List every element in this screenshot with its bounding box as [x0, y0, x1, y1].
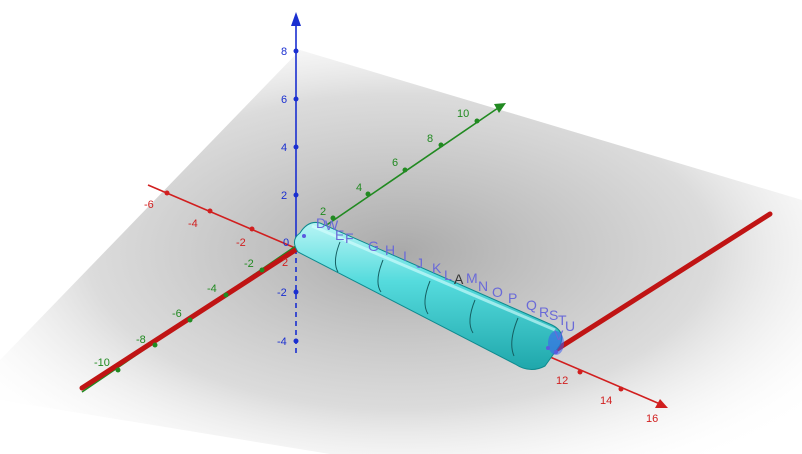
x-tick-label: -6 [144, 199, 154, 211]
z-axis [291, 12, 301, 355]
point-label-e: E [335, 227, 344, 243]
z-tick-label: -2 [277, 287, 287, 299]
y-tick-labels: 2 4 6 8 10 -2 -4 -6 -8 -10 [94, 108, 469, 369]
x-tick-label: 12 [556, 375, 568, 387]
point-label-r: R [539, 304, 549, 320]
point-label-m: M [466, 270, 478, 286]
point-label-g: G [368, 238, 379, 254]
point-markers[interactable] [302, 234, 558, 354]
z-tick-label: 4 [281, 142, 287, 154]
y-tick-label: 8 [427, 133, 433, 145]
point-label-w: W [325, 217, 339, 233]
y-tick-label: -6 [172, 308, 182, 320]
point-label-t: T [558, 312, 567, 328]
xy-plane [0, 50, 802, 454]
z-tick-label: 2 [281, 190, 287, 202]
point-label-q: Q [526, 297, 537, 313]
y-tick-label: -10 [94, 357, 110, 369]
point-label-o: O [492, 284, 503, 300]
y-tick-label: -4 [207, 283, 217, 295]
point-label-k: K [432, 260, 442, 276]
x-tick-label: -4 [188, 218, 198, 230]
y-tick-label: -2 [244, 258, 254, 270]
point-label-v: V [554, 327, 564, 343]
y-tick-label: 10 [457, 108, 469, 120]
x-tick-label: 14 [600, 395, 612, 407]
point-label-d: D [316, 215, 326, 231]
z-tick-label: 6 [281, 94, 287, 106]
x-tick-label: 16 [646, 413, 658, 425]
tick-dots [115, 48, 624, 392]
x-tick-label: -2 [236, 237, 246, 249]
x-tick-labels: -6 -4 -2 2 12 14 16 [144, 199, 658, 425]
point-label-s: S [549, 307, 558, 323]
x-tick-label: 2 [282, 257, 288, 269]
tube-solid[interactable] [294, 222, 564, 370]
y-tick-label: -8 [136, 334, 146, 346]
red-line-upper[interactable] [537, 211, 773, 363]
point-label-h: H [385, 242, 395, 258]
point-label-f: F [345, 230, 354, 246]
z-tick-label: -4 [277, 336, 287, 348]
point-label-n: N [478, 278, 488, 294]
point-labels: D W E F G H I J K L A M N O P Q R S T U … [316, 215, 575, 343]
z-tick-label: 8 [281, 46, 287, 58]
point-label-i: I [403, 248, 407, 264]
y-tick-label: 6 [392, 157, 398, 169]
point-label-l: L [444, 267, 452, 283]
point-label-p: P [508, 290, 517, 306]
z-tick-labels: 8 6 4 2 0 -2 -4 [277, 46, 289, 348]
y-tick-label: 4 [356, 182, 362, 194]
point-label-u: U [565, 318, 575, 334]
z-tick-label: 0 [283, 237, 289, 249]
point-label-a: A [454, 271, 464, 287]
point-label-j: J [416, 255, 423, 271]
y-tick-label: 2 [320, 206, 326, 218]
